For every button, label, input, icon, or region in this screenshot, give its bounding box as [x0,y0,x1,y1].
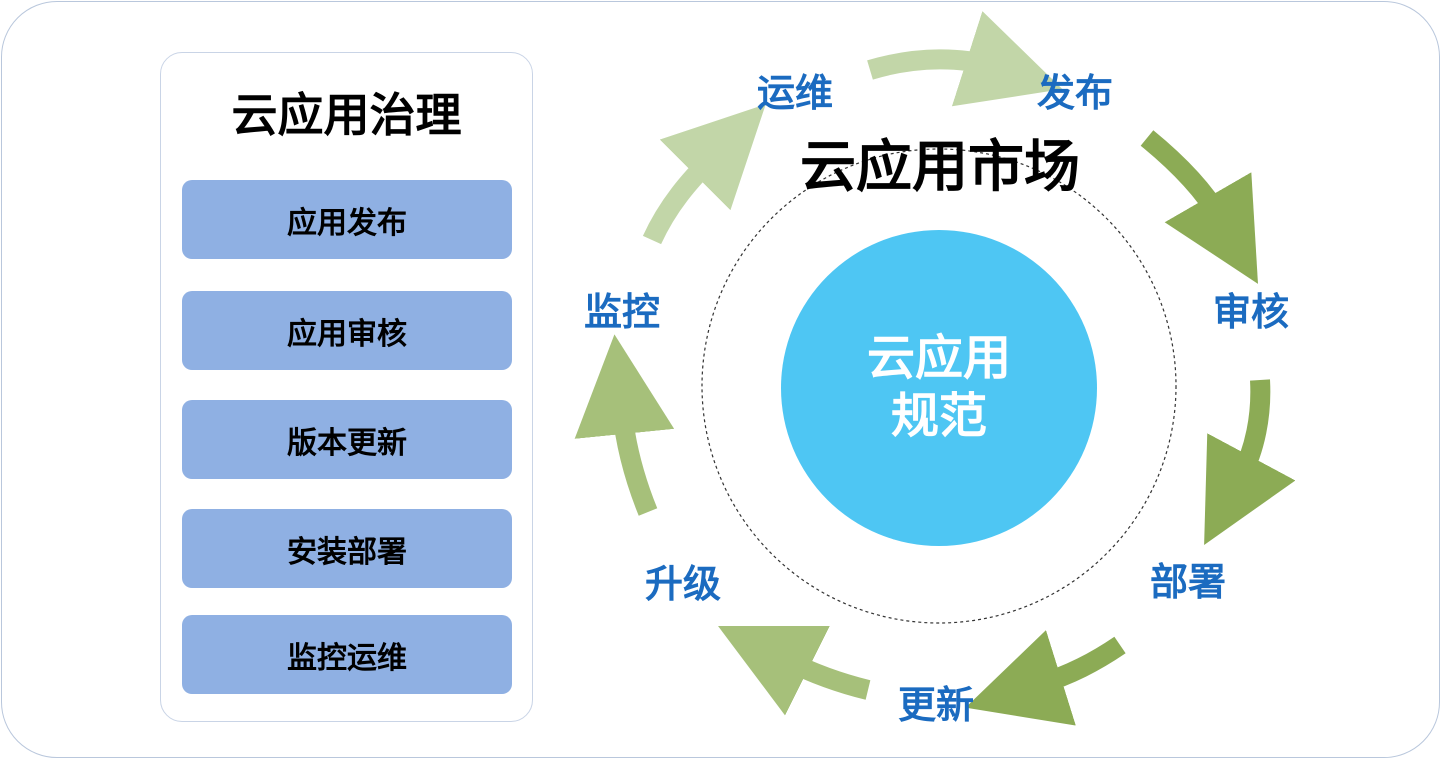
arrow-monitor-to-ops [642,104,766,245]
stage-upgrade: 升级 [645,562,722,606]
arrow-publish-to-review [1140,130,1258,284]
governance-item-app-publish: 应用发布 [182,180,512,259]
stage-monitor: 监控 [584,290,661,334]
stage-review: 审核 [1213,290,1290,334]
market-title: 云应用市场 [800,135,1080,200]
center-circle: 云应用 规范 [781,230,1097,546]
governance-panel [160,52,533,722]
stage-deploy: 部署 [1150,560,1227,604]
governance-item-app-review: 应用审核 [182,291,512,370]
arrow-deploy-to-update [965,630,1126,726]
arrow-update-to-upgrade [718,626,871,716]
arrow-upgrade-to-monitor [574,334,675,516]
governance-title: 云应用治理 [231,88,462,142]
stage-publish: 发布 [1037,71,1114,115]
arrow-review-to-deploy [1204,379,1296,546]
governance-item-monitor-ops: 监控运维 [182,615,512,694]
center-text-line2: 规范 [890,388,987,444]
governance-item-install-deploy: 安装部署 [182,509,512,588]
stage-ops: 运维 [757,71,834,115]
center-text-line1: 云应用 [866,330,1011,387]
stage-update: 更新 [898,683,975,727]
market-boundary-circle [701,148,1177,624]
governance-item-version-update: 版本更新 [182,400,512,479]
arrow-ops-to-publish [867,11,1063,107]
